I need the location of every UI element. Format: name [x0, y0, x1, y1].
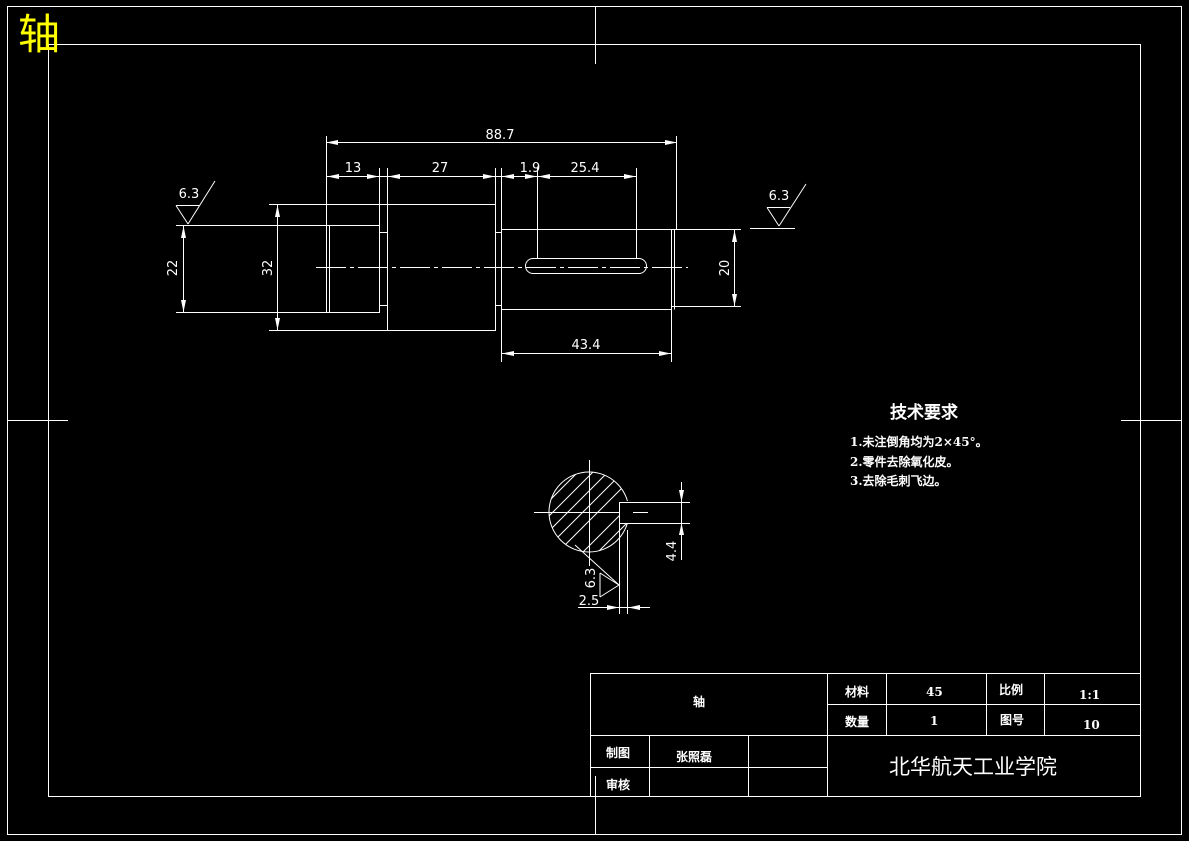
dim-seg2: 27 — [432, 161, 449, 176]
dim-dia-right: 20 — [718, 260, 733, 277]
part-name: 轴 — [693, 695, 706, 709]
dimension-labels: 88.7 13 27 1.9 25.4 22 32 20 43.4 — [166, 128, 733, 353]
tech-requirement-item: 2.零件去除氧化皮。 — [850, 454, 959, 469]
outer-border — [7, 6, 1182, 835]
dim-key-length: 43.4 — [572, 338, 601, 353]
drawn-by-name: 张照磊 — [676, 750, 713, 764]
shaft-outline — [316, 204, 688, 331]
quantity-value: 1 — [930, 714, 939, 728]
section-roughness-value: 6.3 — [584, 568, 599, 589]
scale-value: 1:1 — [1079, 688, 1101, 702]
material-value: 45 — [926, 685, 943, 699]
tech-requirements-heading: 技术要求 — [890, 403, 958, 423]
section-dim-depth: 4.4 — [665, 541, 680, 562]
scale-label: 比例 — [999, 683, 1024, 697]
corner-title: 轴 — [18, 10, 61, 59]
tech-requirement-item: 1.未注倒角均为2×45°。 — [850, 435, 988, 449]
dimension-lines — [176, 136, 741, 362]
checked-by-label: 审核 — [606, 778, 631, 792]
dim-seg3: 1.9 — [520, 161, 541, 176]
roughness-symbol-right: 6.3 — [750, 183, 807, 229]
quantity-label: 数量 — [845, 715, 870, 729]
roughness-symbol-left: 6.3 — [175, 180, 216, 225]
dim-overall: 88.7 — [486, 128, 515, 143]
school-name: 北华航天工业学院 — [889, 755, 1057, 779]
roughness-right-value: 6.3 — [769, 189, 790, 204]
tech-requirements: 技术要求 1.未注倒角均为2×45°。 2.零件去除氧化皮。 3.去除毛刺飞边。 — [850, 398, 988, 492]
material-label: 材料 — [845, 685, 870, 699]
drawn-by-label: 制图 — [606, 746, 631, 760]
dim-seg4: 25.4 — [571, 161, 600, 176]
dim-dia-mid: 32 — [261, 260, 276, 277]
section-view: 4.4 2.5 6.3 — [534, 460, 690, 614]
dim-dia-left: 22 — [166, 260, 181, 277]
section-dim-offset: 2.5 — [579, 594, 600, 609]
drawing-number-label: 图号 — [1000, 713, 1025, 727]
drawing-number-value: 10 — [1083, 718, 1100, 732]
centering-marks — [8, 7, 1181, 834]
roughness-left-value: 6.3 — [179, 187, 200, 202]
title-block — [590, 673, 1141, 797]
tech-requirement-item: 3.去除毛刺飞边。 — [850, 474, 947, 488]
dim-seg1: 13 — [345, 161, 362, 176]
